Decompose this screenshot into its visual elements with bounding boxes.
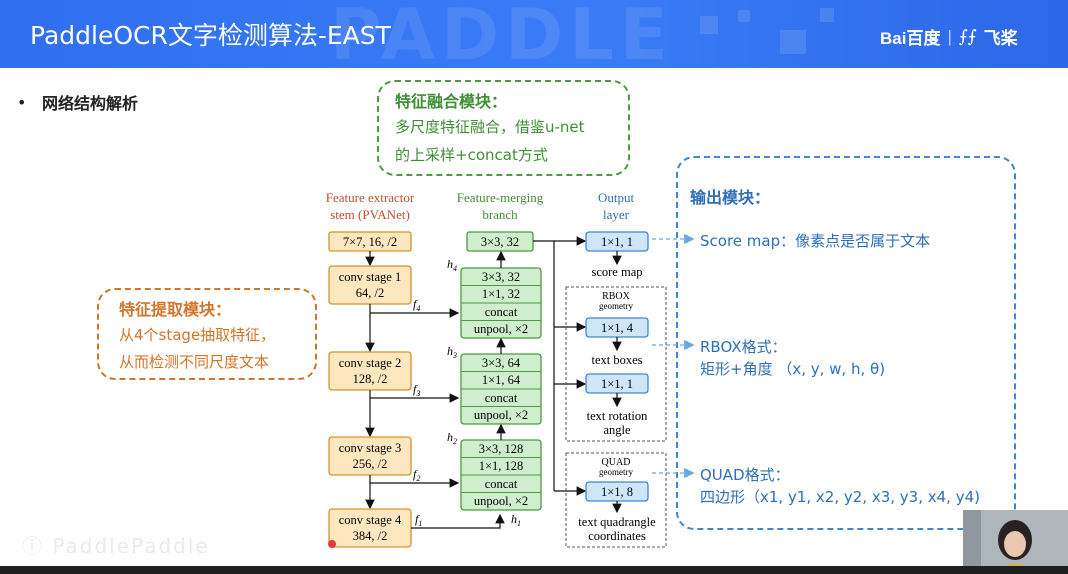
quad-head-line1: QUAD (602, 457, 631, 468)
laser-pointer-icon (328, 540, 336, 548)
header-deco-square (738, 10, 750, 22)
rotation-caption-line2: angle (603, 423, 631, 437)
rbox-desc: 矩形+角度 （x, y, w, h, θ) (700, 360, 886, 378)
col2-header-line1: Feature-merging (457, 190, 544, 205)
h3-label: h3 (447, 344, 457, 360)
f1-arrow (411, 513, 505, 529)
feature-merge-line1: 多尺度特征融合，借鉴u-net (395, 118, 585, 136)
merge2-row2: 1×1, 64 (482, 373, 521, 387)
rbox-group (565, 286, 667, 442)
quad-head-line2: geometry (599, 467, 633, 477)
out-score-label: 1×1, 1 (601, 235, 633, 249)
f1-label: f1 (415, 512, 422, 528)
col2-header-line2: branch (482, 207, 518, 222)
conv-stage-3-params: 256, /2 (353, 457, 388, 471)
brand-logo: Bai百度 | ⨍⨍ 飞桨 (880, 24, 1018, 49)
feature-merge-line2: 的上采样+concat方式 (395, 146, 548, 164)
slide-header: PADDLE PaddleOCR文字检测算法-EAST Bai百度 | ⨍⨍ 飞… (0, 0, 1068, 68)
header-deco-square (700, 16, 718, 34)
conv-stage-2-label: conv stage 2 (339, 356, 401, 370)
feature-extract-line2: 从而检测不同尺度文本 (119, 353, 270, 371)
merge1-row2: 1×1, 32 (482, 287, 520, 301)
out-quad-label: 1×1, 8 (601, 485, 633, 499)
score-map-caption: score map (591, 265, 642, 279)
bullet-icon: • (17, 93, 27, 112)
presenter-avatar-icon (963, 510, 1068, 574)
merge2-row1: 3×3, 64 (482, 356, 521, 370)
quad-desc: 四边形（x1, y1, x2, y2, x3, y3, x4, y4) (700, 488, 980, 506)
feature-merge-callout: 特征融合模块： 多尺度特征融合，借鉴u-net 的上采样+concat方式 (377, 80, 630, 176)
merge1-row3: concat (485, 305, 518, 319)
quad-title: QUAD格式： (700, 466, 790, 484)
header-deco-square (780, 30, 806, 54)
feature-merge-title: 特征融合模块： (395, 92, 508, 111)
rotation-caption-line1: text rotation (587, 409, 648, 423)
conv-stage-1-label: conv stage 1 (339, 270, 401, 284)
quad-caption-line2: coordinates (588, 529, 646, 543)
merge3-row1: 3×3, 128 (479, 442, 524, 456)
merge3-row2: 1×1, 128 (479, 459, 524, 473)
feature-extract-callout: 特征提取模块： 从4个stage抽取特征， 从而检测不同尺度文本 (97, 288, 317, 380)
header-watermark: PADDLE (330, 0, 674, 68)
east-architecture-diagram: Feature extractor stem (PVANet) Feature-… (326, 190, 667, 548)
conv-stage-1-params: 64, /2 (356, 286, 384, 300)
section-heading: 网络结构解析 (42, 94, 139, 113)
merge3-row4: unpool, ×2 (474, 494, 528, 508)
merge1-row1: 3×3, 32 (482, 270, 520, 284)
score-map-desc: Score map：像素点是否属于文本 (700, 232, 931, 250)
f2-label: f2 (413, 467, 420, 483)
col1-header-line2: stem (PVANet) (330, 207, 410, 222)
top-merge-label: 3×3, 32 (481, 235, 519, 249)
col3-header-line2: layer (603, 207, 630, 222)
rbox-head-line2: geometry (599, 301, 633, 311)
h1-label: h1 (511, 512, 521, 528)
out-rbox2-label: 1×1, 1 (601, 377, 633, 391)
output-title: 输出模块： (690, 188, 771, 207)
stem-box-label: 7×7, 16, /2 (343, 235, 397, 249)
text-boxes-caption: text boxes (591, 353, 642, 367)
bottom-bar (0, 566, 1068, 574)
merge2-row3: concat (485, 391, 518, 405)
conv-stage-3-label: conv stage 3 (339, 441, 401, 455)
quad-caption-line1: text quadrangle (578, 515, 656, 529)
col1-header-line1: Feature extractor (326, 190, 415, 205)
f3-label: f3 (413, 382, 420, 398)
h4-label: h4 (447, 257, 457, 273)
f4-label: f4 (413, 297, 420, 313)
col3-header-line1: Output (598, 190, 635, 205)
merge3-row3: concat (485, 477, 518, 491)
feature-extract-line1: 从4个stage抽取特征， (119, 326, 276, 344)
output-callout: 输出模块： Score map：像素点是否属于文本 RBOX格式： 矩形+角度 … (676, 156, 1016, 530)
conv-stage-4-params: 384, /2 (353, 529, 388, 543)
slide-title: PaddleOCR文字检测算法-EAST (30, 21, 391, 50)
quad-group (565, 452, 667, 548)
rbox-head-line1: RBOX (602, 291, 631, 302)
conv-stage-2-params: 128, /2 (353, 372, 388, 386)
merge2-row4: unpool, ×2 (474, 408, 528, 422)
paddle-logo: 飞桨 (983, 29, 1018, 48)
rbox-title: RBOX格式： (700, 338, 787, 356)
paddle-logo-icon: ⨍⨍ (958, 26, 977, 47)
video-watermark: ⓘ PaddlePaddle (22, 534, 210, 558)
presenter-webcam (963, 510, 1068, 574)
header-deco-square (820, 8, 834, 22)
conv-stage-4-label: conv stage 4 (339, 513, 402, 527)
baidu-logo: Bai百度 (880, 29, 941, 48)
out-rbox1-label: 1×1, 4 (601, 321, 634, 335)
h2-label: h2 (447, 430, 457, 446)
logo-separator: | (947, 26, 952, 46)
feature-extract-title: 特征提取模块： (119, 300, 232, 319)
merge1-row4: unpool, ×2 (474, 322, 528, 336)
